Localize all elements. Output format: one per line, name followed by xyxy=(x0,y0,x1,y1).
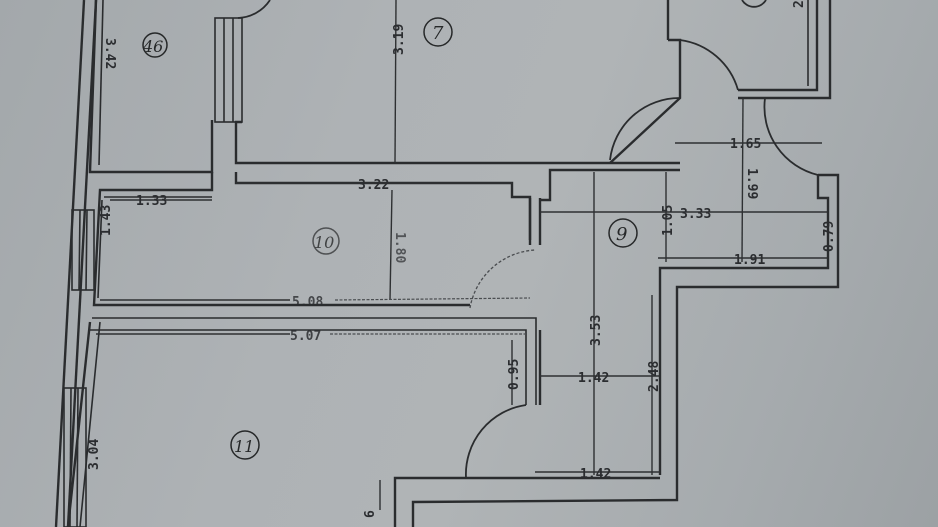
dim-corridor-right-height: 2.48 xyxy=(647,361,662,392)
dim-room9-right-height: 0.79 xyxy=(822,221,837,252)
room-46-marker xyxy=(142,32,168,58)
room-7-label: 7 xyxy=(432,23,444,44)
room-9-marker xyxy=(608,218,638,248)
dim-room10-width-top: 3.22 xyxy=(358,178,389,193)
dim-top-right-partial: 2 xyxy=(792,0,807,8)
room-9-label: 9 xyxy=(616,224,627,245)
dim-room10-left-height: 1.43 xyxy=(99,205,114,236)
room-46: 3.42 46 xyxy=(88,0,271,174)
corridor-lower: 0.95 1.42 2.48 1.42 6 xyxy=(363,295,679,527)
room-11-marker xyxy=(230,430,260,460)
room-10: 1.33 3.22 1.43 1.80 5.08 10 xyxy=(71,172,542,310)
dim-corridor-bottom-width: 1.42 xyxy=(580,467,611,482)
room-11: 5.07 3.04 11 xyxy=(63,317,537,527)
room-10-label: 10 xyxy=(314,233,334,252)
dim-room7-height: 3.19 xyxy=(392,24,407,55)
dim-room9-width: 3.33 xyxy=(680,207,711,222)
room-9: 3.33 1.05 1.91 0.79 3.53 9 xyxy=(540,168,840,475)
room-46-label: 46 xyxy=(142,37,163,56)
dim-room9-bottom-width: 1.91 xyxy=(734,253,765,268)
room-top-right: 2 xyxy=(609,0,832,164)
dim-room46-height: 3.42 xyxy=(102,38,117,69)
exterior-left-wall xyxy=(54,0,98,527)
corridor-upper: 1.65 1.99 xyxy=(675,97,822,263)
room-7-marker xyxy=(423,17,453,47)
dim-niche-width: 1.42 xyxy=(578,371,609,386)
dim-corridor-width-upper: 1.65 xyxy=(730,137,761,152)
dim-room10-height: 1.80 xyxy=(392,232,407,263)
dim-room9-height: 3.53 xyxy=(589,315,604,346)
room-7: 3.19 7 xyxy=(234,0,680,165)
room-11-label: 11 xyxy=(234,437,254,456)
dim-bottom-left-partial: 6 xyxy=(363,510,378,518)
room-10-marker xyxy=(312,227,340,255)
dim-room9-stub-height: 1.05 xyxy=(661,205,676,236)
dim-niche-height: 0.95 xyxy=(507,359,522,390)
dim-room11-width-top: 5.07 xyxy=(290,329,321,344)
dim-corridor-height-upper: 1.99 xyxy=(744,168,759,199)
dim-room10-width-bottom: 5.08 xyxy=(292,295,323,310)
dim-room10-left-stub: 1.33 xyxy=(136,194,167,209)
dim-room11-left-height: 3.04 xyxy=(87,439,102,470)
